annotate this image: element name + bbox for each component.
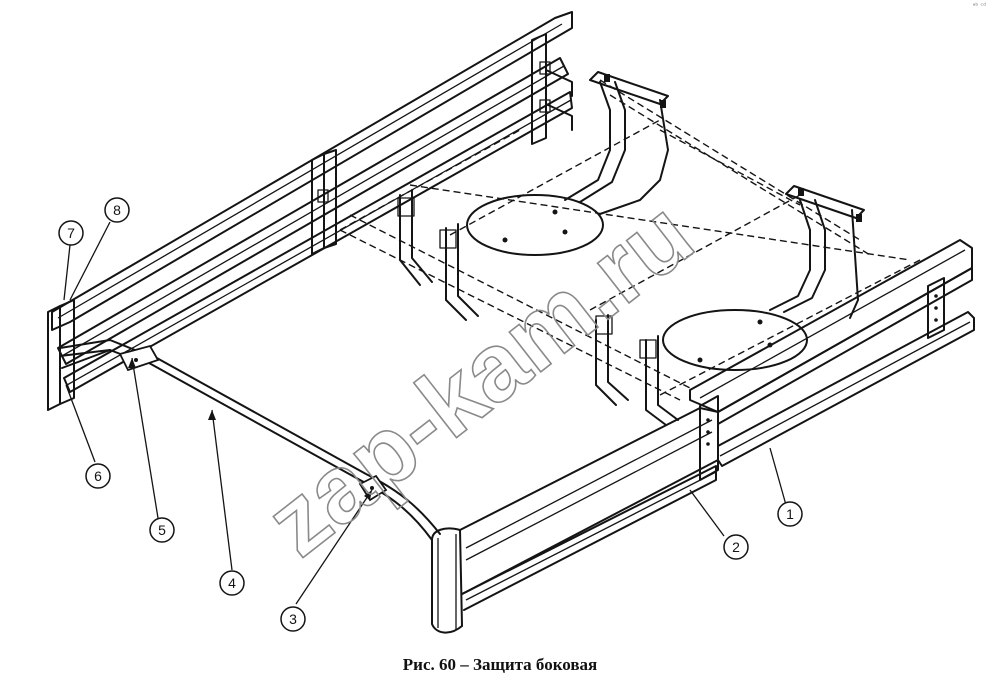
callout-8-label: 8 xyxy=(113,202,121,218)
callout-7-label: 7 xyxy=(67,225,75,241)
tie-rod xyxy=(59,339,441,541)
rear-guard-rail xyxy=(47,11,573,411)
callout-6: 6 xyxy=(85,463,111,489)
figure-caption: Рис. 60 – Защита боковая xyxy=(402,655,598,674)
callout-5: 5 xyxy=(149,517,175,543)
callout-1: 1 xyxy=(777,501,803,527)
callout-3-label: 3 xyxy=(289,611,297,627)
callout-1-label: 1 xyxy=(786,506,794,522)
callout-4: 4 xyxy=(219,570,245,596)
front-spring-bracket xyxy=(595,185,865,426)
callout-6-label: 6 xyxy=(94,468,102,484)
side-guard-drawing: 1 2 3 4 5 6 7 8 zap-kam.ru xyxy=(47,11,975,634)
callout-2: 2 xyxy=(723,534,749,560)
callout-5-label: 5 xyxy=(158,522,166,538)
callout-3: 3 xyxy=(280,606,306,632)
callout-4-label: 4 xyxy=(228,575,236,591)
rear-spring-bracket xyxy=(397,71,669,321)
side-guard-end-panel xyxy=(431,407,719,634)
callout-8: 8 xyxy=(104,197,130,223)
side-guard-panel-upper xyxy=(689,239,973,481)
leader-lines xyxy=(63,221,787,605)
corner-mark: ᵃᵇ ᶜᵈ xyxy=(972,2,986,10)
callout-7: 7 xyxy=(58,220,84,246)
callout-2-label: 2 xyxy=(732,539,740,555)
